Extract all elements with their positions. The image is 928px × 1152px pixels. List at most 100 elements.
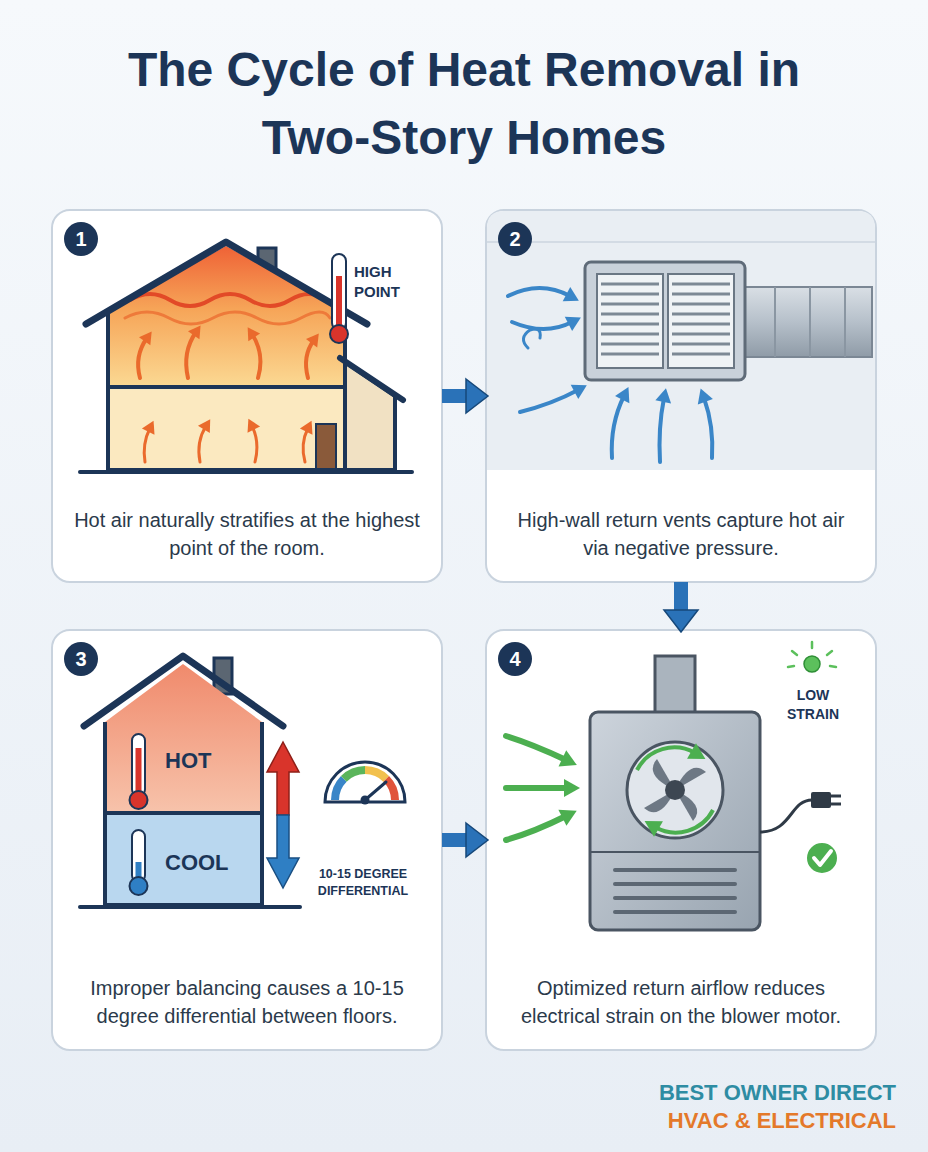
status-label: LOW STRAIN [772, 686, 854, 724]
roof [86, 242, 367, 324]
step-number: 2 [509, 229, 520, 249]
plug [811, 792, 831, 808]
airflow-arrows [506, 736, 568, 840]
rising-air-arrows [199, 426, 206, 462]
panel-ground [52, 210, 442, 582]
supply-duct [655, 656, 695, 714]
vent-slats [601, 313, 659, 316]
heat-wave [130, 294, 325, 306]
upper-floor [105, 664, 262, 813]
cabinet-louvers [615, 868, 735, 872]
air-flow-arrows [612, 396, 624, 458]
fan-blades [644, 759, 706, 821]
step-caption: Improper balancing causes a 10-15 degree… [70, 974, 424, 1030]
step-badge: 4 [498, 642, 532, 676]
callout-label: HIGH POINT [354, 262, 420, 303]
vent-grille [597, 274, 663, 368]
step-caption: Hot air naturally stratifies at the high… [70, 506, 424, 562]
air-flow-arrows [520, 390, 578, 412]
up-arrow [267, 742, 299, 815]
step-panel: 1Hot air naturally stratifies at the hig… [52, 210, 442, 582]
title-box: The Cycle of Heat Removal in Two-Story H… [0, 36, 928, 172]
vent-slats [601, 293, 659, 296]
plug-prongs [831, 796, 841, 804]
vent-grille [668, 274, 734, 368]
floor-label: HOT [165, 746, 245, 776]
gauge [365, 770, 386, 779]
vent-slats [672, 283, 730, 286]
vent-slats [601, 283, 659, 286]
vent-slats [601, 323, 659, 326]
step-number: 4 [509, 649, 520, 669]
rotation-arrow [637, 747, 695, 770]
rising-air-arrows [138, 332, 314, 462]
roof [84, 656, 283, 726]
air-flow-arrows [660, 398, 665, 462]
vent-slats [601, 333, 659, 336]
vent-slats [601, 353, 659, 356]
vent-slats [672, 303, 730, 306]
airflow-arrows [506, 785, 568, 791]
floor-divider [105, 811, 262, 815]
led-rays [788, 642, 836, 667]
plug-prongs [831, 795, 841, 798]
rising-air-arrows [303, 428, 308, 462]
air-flow-arrows [508, 288, 570, 296]
floor-label: COOL [165, 848, 251, 878]
thermometer [332, 254, 346, 330]
gauge [325, 762, 405, 805]
house-wall [105, 722, 262, 905]
cabinet-louvers [615, 870, 735, 912]
vent-slats [601, 284, 730, 354]
duct-ribs [775, 287, 845, 357]
floor-divider [108, 385, 345, 389]
title: The Cycle of Heat Removal in Two-Story H… [94, 36, 834, 172]
step-badge: 2 [498, 222, 532, 256]
thermometer [336, 276, 342, 330]
ground-line [80, 905, 300, 909]
return-vent-illustration [487, 211, 875, 470]
status-led [804, 656, 820, 672]
down-arrow [267, 815, 299, 888]
vent-frame [585, 262, 745, 380]
duct [740, 287, 872, 357]
door [316, 424, 336, 470]
hot-thermometer [130, 734, 148, 809]
flow-arrow [674, 582, 688, 610]
rising-air-arrows [138, 338, 147, 378]
step-number: 1 [75, 229, 86, 249]
led-rays [788, 666, 794, 667]
gauge [386, 779, 395, 800]
vent-slats [601, 343, 659, 346]
vent-slats [601, 303, 659, 306]
upper-floor [108, 246, 345, 387]
lower-floor [108, 387, 345, 470]
air-flow-arrows [508, 288, 712, 462]
led-rays [792, 651, 797, 655]
panel-ground [52, 630, 442, 1050]
rising-air-arrows [144, 428, 150, 462]
thermometer [330, 254, 348, 343]
step-badge: 3 [64, 642, 98, 676]
panel-grounds [52, 210, 876, 1050]
air-handler-cabinet [590, 712, 760, 930]
hot-thermometer [130, 791, 148, 809]
flow-arrow [442, 389, 466, 403]
airflow-arrows [506, 816, 566, 840]
step-caption: Optimized return airflow reduces electri… [504, 974, 858, 1030]
duct-ribs [844, 287, 846, 357]
thermometer [330, 325, 348, 343]
plug-prongs [831, 803, 841, 806]
annex-roof [340, 358, 403, 400]
vent-slats [672, 353, 730, 356]
step-panel: 4Optimized return airflow reduces electr… [486, 630, 876, 1050]
vent-slats [672, 323, 730, 326]
duct-ribs [809, 287, 811, 357]
vent-slats [672, 343, 730, 346]
cabinet-louvers [615, 910, 735, 914]
airflow-arrows [506, 736, 566, 760]
air-flow-arrows [512, 322, 572, 329]
